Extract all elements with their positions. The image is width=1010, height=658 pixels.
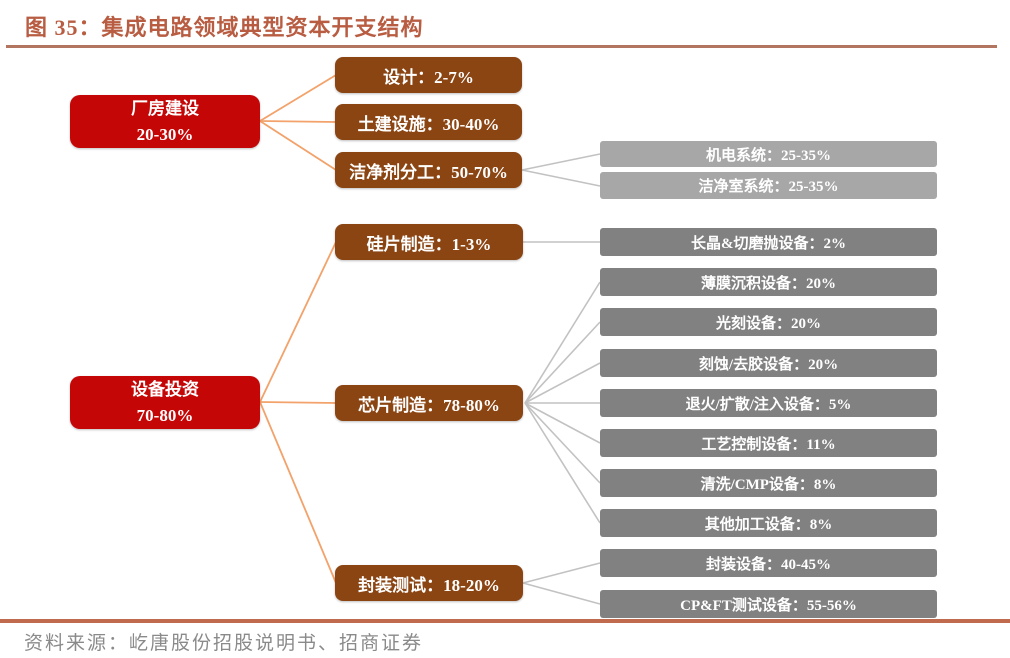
node-text: 工艺控制设备：11%	[701, 436, 836, 453]
node-text: CP&FT测试设备：55-56%	[680, 597, 857, 614]
node-packaging-testing: 封装测试：18-20%	[335, 565, 523, 601]
node-text: 硅片制造：1-3%	[366, 234, 492, 254]
node-wafer-manufacturing: 硅片制造：1-3%	[335, 224, 523, 260]
node-civil-works: 土建设施：30-40%	[335, 104, 522, 140]
node-crystal-growth-equipment: 长晶&切磨抛设备：2%	[600, 228, 937, 256]
node-equipment-investment: 设备投资 70-80%	[70, 376, 260, 429]
node-mechatronics-system: 机电系统：25-35%	[600, 141, 937, 167]
bottom-rule	[0, 619, 1010, 623]
node-text: 封装设备：40-45%	[706, 556, 831, 573]
node-packaging-equipment: 封装设备：40-45%	[600, 549, 937, 577]
node-text: 芯片制造：78-80%	[358, 395, 500, 415]
node-other-processing-equipment: 其他加工设备：8%	[600, 509, 937, 537]
node-chip-manufacturing: 芯片制造：78-80%	[335, 385, 523, 421]
gray-connectors	[521, 153, 601, 605]
node-clean-cmp-equipment: 清洗/CMP设备：8%	[600, 469, 937, 497]
node-value: 70-80%	[136, 405, 194, 425]
node-design: 设计：2-7%	[335, 57, 522, 93]
figure-title: 图 35：集成电路领域典型资本开支结构	[25, 15, 424, 40]
node-text: 刻蚀/去胶设备：20%	[698, 356, 839, 373]
node-text: 清洗/CMP设备：8%	[700, 476, 837, 493]
node-text: 退火/扩散/注入设备：5%	[685, 396, 852, 413]
node-thin-film-deposition-equipment: 薄膜沉积设备：20%	[600, 268, 937, 296]
node-label: 设备投资	[131, 380, 199, 399]
node-lithography-equipment: 光刻设备：20%	[600, 308, 937, 336]
node-text: 薄膜沉积设备：20%	[700, 275, 836, 292]
node-text: 光刻设备：20%	[715, 315, 821, 332]
node-process-control-equipment: 工艺控制设备：11%	[600, 429, 937, 457]
node-text: 封装测试：18-20%	[358, 575, 500, 595]
node-cleanroom-division: 洁净剂分工：50-70%	[335, 152, 522, 188]
orange-connectors	[259, 74, 337, 584]
node-cpft-test-equipment: CP&FT测试设备：55-56%	[600, 590, 937, 618]
node-text: 设计：2-7%	[383, 67, 474, 87]
source-note: 资料来源：屹唐股份招股说明书、招商证券	[24, 633, 424, 654]
node-anneal-diffusion-implant-equipment: 退火/扩散/注入设备：5%	[600, 389, 937, 417]
node-text: 长晶&切磨抛设备：2%	[691, 235, 846, 252]
node-etch-strip-equipment: 刻蚀/去胶设备：20%	[600, 349, 937, 377]
node-text: 洁净室系统：25-35%	[698, 179, 839, 195]
node-cleanroom-system: 洁净室系统：25-35%	[600, 172, 937, 199]
title-underline	[6, 45, 997, 48]
node-text: 洁净剂分工：50-70%	[349, 162, 508, 182]
node-text: 其他加工设备：8%	[704, 516, 833, 533]
node-value: 20-30%	[136, 124, 194, 144]
node-text: 机电系统：25-35%	[706, 147, 831, 164]
node-text: 土建设施：30-40%	[357, 114, 500, 134]
node-label: 厂房建设	[131, 99, 199, 118]
node-plant-construction: 厂房建设 20-30%	[70, 95, 260, 148]
